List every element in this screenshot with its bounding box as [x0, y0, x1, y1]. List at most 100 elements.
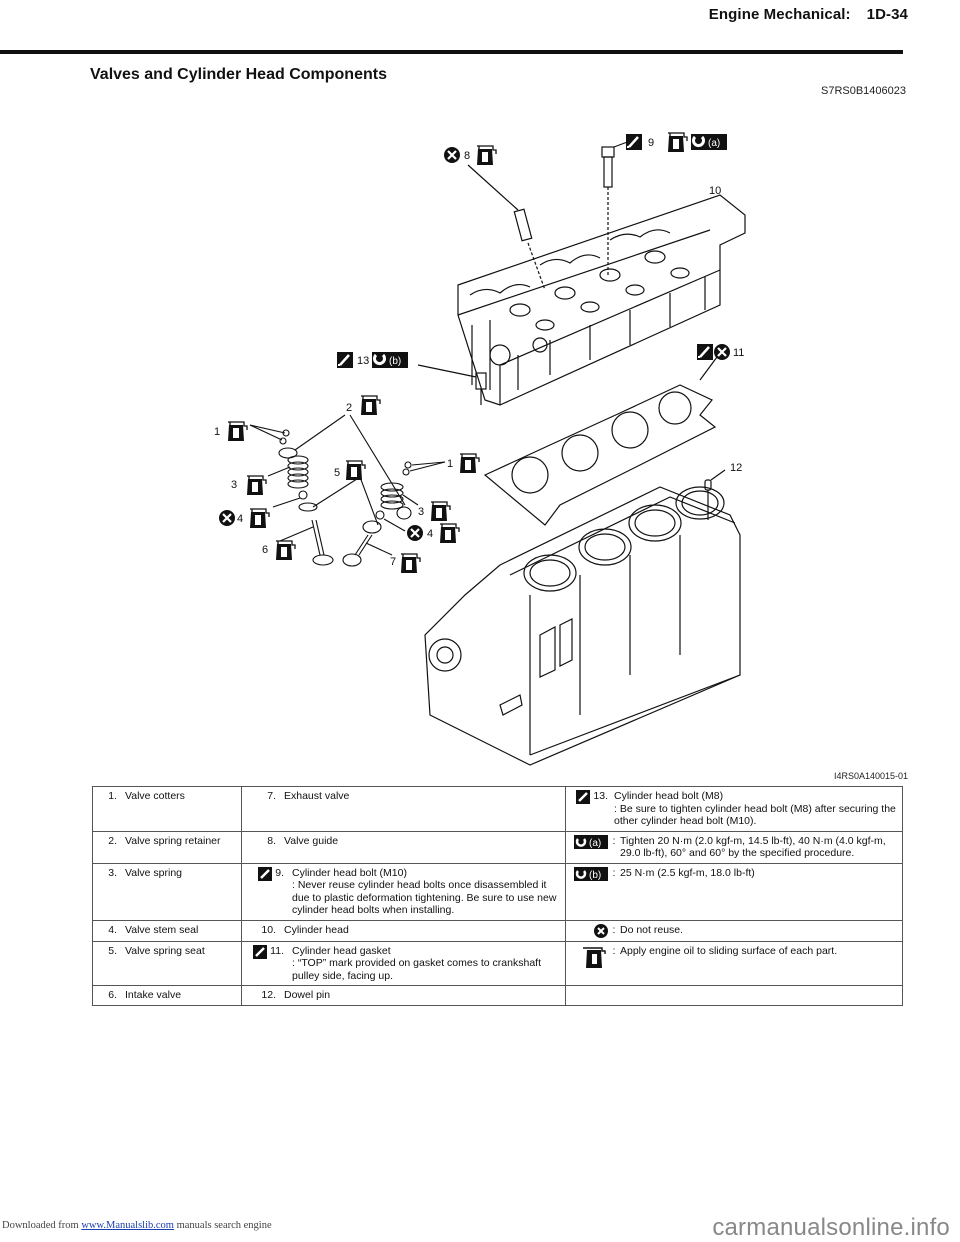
oil-can-icon: [400, 553, 421, 574]
separator: :: [612, 944, 616, 957]
table-row: 2. Valve spring retainer 8. Valve guide (a…: [92, 830, 903, 864]
badge-a: (a): [589, 838, 601, 849]
watermark: carmanualsonline.info: [712, 1214, 950, 1241]
cylinder-head-drawing: [457, 194, 746, 406]
legend-cell: 6. Intake valve: [92, 985, 242, 1006]
separator: :: [612, 923, 616, 936]
legend-cell: 8. Valve guide: [241, 830, 566, 864]
callout-10: 10: [709, 185, 721, 197]
item-number: 4.: [108, 923, 117, 936]
separator: :: [612, 834, 616, 847]
legend-cell: : Do not reuse.: [565, 919, 903, 942]
footer-suffix: manuals search engine: [176, 1220, 272, 1231]
item-text: Valve spring retainer: [125, 834, 221, 847]
torque-wrench-icon: (a): [574, 834, 608, 849]
badge-b: (b): [389, 356, 401, 367]
replace-icon: [335, 350, 355, 370]
legend-table: 1.Valve cotters 7. Exhaust valve 13. Cylin…: [92, 786, 903, 1006]
item-text: Valve spring: [125, 866, 183, 879]
oil-can-icon: [246, 475, 267, 496]
item-note: : Never reuse cylinder head bolts once d…: [292, 879, 557, 916]
item-number: 7.: [267, 790, 276, 802]
replace-icon: [253, 944, 268, 959]
callout-1b: 1: [447, 458, 453, 470]
replace-icon: [258, 866, 273, 881]
legend-cell: 1.Valve cotters: [92, 786, 242, 832]
item-text: Do not reuse.: [620, 923, 684, 936]
exploded-view-figure: 8 9 (a) 10 13 (b) 11 12 2 1 1 3 5 3 4 4: [214, 132, 746, 766]
callout-5: 5: [334, 467, 340, 479]
oil-can-icon: [667, 132, 688, 153]
callout-6: 6: [262, 544, 268, 556]
table-row: 3.Valve spring 9.Cylinder head bolt (M10…: [92, 862, 903, 921]
item-text: Dowel pin: [284, 989, 331, 1001]
legend-cell: 2. Valve spring retainer: [92, 830, 242, 864]
callout-3: 3: [231, 479, 237, 491]
callout-7: 7: [390, 556, 396, 568]
item-note: : Be sure to tighten cylinder head bolt …: [614, 802, 896, 828]
header-page-number: 1D-34: [866, 6, 908, 23]
item-number: 8.: [267, 834, 276, 847]
legend-cell: (a): Tighten 20 N·m (2.0 kgf-m, 14.5 lb-f…: [565, 830, 903, 864]
item-text: Apply engine oil to sliding surface of e…: [620, 944, 838, 957]
figure-id: I4RS0A140015-01: [833, 771, 908, 781]
footer-source: Downloaded from www.Manualslib.com manua…: [2, 1220, 272, 1231]
exhaust-valve-parts-drawing: [342, 461, 446, 567]
item-number: 11.: [270, 944, 284, 957]
dowel-pin-drawing: [704, 469, 726, 520]
header-section: Engine Mechanical:: [708, 6, 851, 23]
oil-can-icon: [439, 523, 460, 544]
item-text: Valve stem seal: [125, 923, 199, 936]
oil-can-icon: [227, 421, 248, 442]
badge-a: (a): [708, 138, 720, 149]
oil-can-icon: [476, 145, 497, 166]
legend-cell: (b):25 N·m (2.5 kgf-m, 18.0 lb-ft): [565, 862, 903, 921]
oil-can-icon: [345, 460, 366, 481]
item-text: Cylinder head: [284, 923, 349, 936]
item-number: 13.: [593, 790, 608, 802]
item-text: Tighten 20 N·m (2.0 kgf-m, 14.5 lb-ft), …: [620, 834, 886, 860]
callout-3b: 3: [418, 506, 424, 518]
oil-can-icon: [459, 453, 480, 474]
do-not-reuse-icon: [405, 523, 425, 543]
oil-can-icon: [583, 946, 606, 968]
item-text: Cylinder head bolt (M8): [614, 790, 724, 802]
torque-wrench-icon: (b): [574, 866, 608, 881]
replace-icon: [576, 790, 591, 804]
oil-can-icon: [360, 395, 381, 416]
item-number: 2.: [108, 834, 117, 847]
legend-cell: 12.Dowel pin: [241, 985, 566, 1006]
badge-b: (b): [589, 870, 601, 881]
item-number: 6.: [108, 989, 117, 1001]
page-header: Engine Mechanical: 1D-34: [709, 6, 908, 23]
table-row: 6. Intake valve 12.Dowel pin: [92, 985, 903, 1006]
callout-13: 13: [357, 355, 369, 367]
item-text: 25 N·m (2.5 kgf-m, 18.0 lb-ft): [620, 866, 755, 879]
item-text: Valve guide: [284, 834, 339, 847]
callout-4: 4: [237, 513, 243, 525]
replace-icon: [624, 132, 644, 152]
legend-cell: 4. Valve stem seal: [92, 919, 242, 942]
item-number: 10.: [261, 923, 276, 936]
item-text: Cylinder head gasket: [292, 944, 391, 957]
section-title: Valves and Cylinder Head Components: [90, 66, 387, 83]
item-text: Valve spring seat: [125, 944, 205, 957]
legend-cell: 10. Cylinder head: [241, 919, 566, 942]
footer-prefix: Downloaded from: [2, 1220, 79, 1231]
valve-guide-drawing: [467, 164, 546, 291]
separator: :: [612, 866, 616, 879]
item-text: Intake valve: [125, 989, 182, 1001]
item-text: Exhaust valve: [284, 790, 350, 802]
table-row: 1.Valve cotters 7. Exhaust valve 13. Cylin…: [92, 786, 903, 832]
legend-cell: 9.Cylinder head bolt (M10): Never reuse …: [241, 862, 566, 921]
intake-valve-parts-drawing: [249, 414, 406, 566]
manualslib-link[interactable]: www.Manualslib.com: [81, 1220, 174, 1231]
do-not-reuse-icon: [594, 923, 608, 938]
item-number: 1.: [108, 790, 117, 802]
do-not-reuse-icon: [442, 145, 462, 165]
callout-8: 8: [464, 150, 470, 162]
legend-cell: 5.Valve spring seat: [92, 940, 242, 986]
item-note: : “TOP” mark provided on gasket comes to…: [292, 957, 541, 982]
replace-icon: [695, 342, 715, 362]
callout-11: 11: [733, 347, 744, 359]
